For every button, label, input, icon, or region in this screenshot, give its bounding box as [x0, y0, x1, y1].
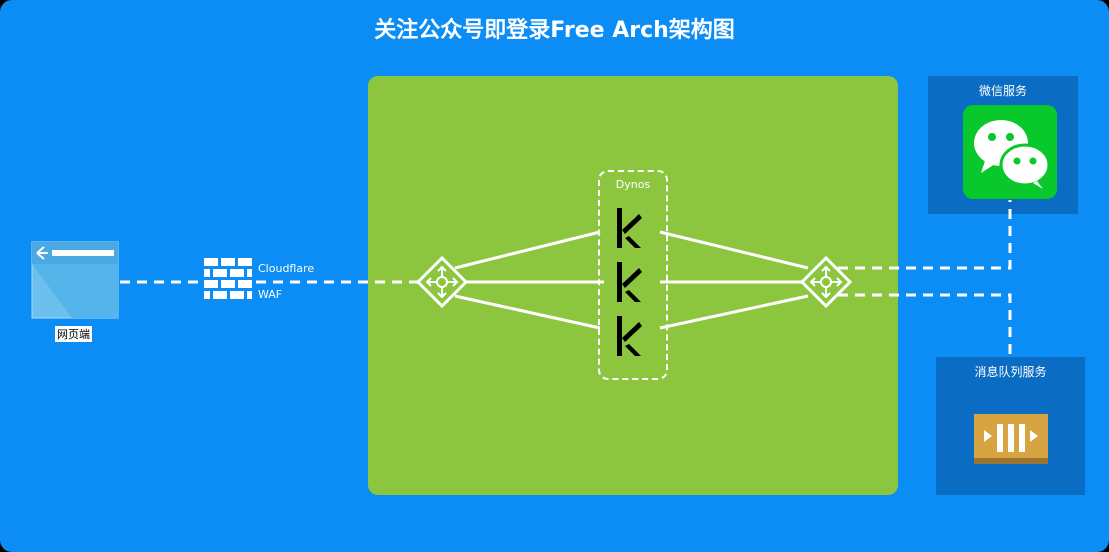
web-client-label: 网页端 — [55, 326, 92, 342]
wechat-service-label: 微信服务 — [978, 84, 1027, 98]
firewall-label-line1: Cloudflare — [258, 262, 315, 275]
edge-lb-to-wechat — [838, 200, 1012, 270]
firewall-icon — [204, 258, 252, 299]
edge-dyno-3-to-lb — [659, 294, 809, 330]
wechat-icon — [963, 105, 1057, 199]
connection-lines — [120, 200, 1012, 357]
dynos-label: Dynos — [615, 178, 651, 191]
edge-lb-to-dyno-1 — [454, 230, 601, 270]
load-balancer-out-icon — [799, 255, 853, 309]
edge-dyno-1-to-lb — [659, 230, 809, 270]
edge-lb-to-mq — [838, 293, 1012, 357]
load-balancer-in-icon — [415, 255, 469, 309]
heroku-dyno-icon-3 — [617, 316, 642, 356]
diagram-title: 关注公众号即登录Free Arch架构图 — [374, 18, 735, 43]
firewall-label-line2: WAF — [258, 288, 283, 301]
browser-window-icon — [31, 241, 119, 319]
message-queue-icon — [974, 414, 1048, 464]
heroku-dyno-icon-2 — [617, 262, 642, 302]
heroku-dyno-icon-1 — [617, 208, 642, 248]
mq-service-label: 消息队列服务 — [974, 365, 1047, 379]
edge-lb-to-dyno-3 — [454, 294, 601, 330]
dynos-group: Dynos — [598, 170, 668, 380]
